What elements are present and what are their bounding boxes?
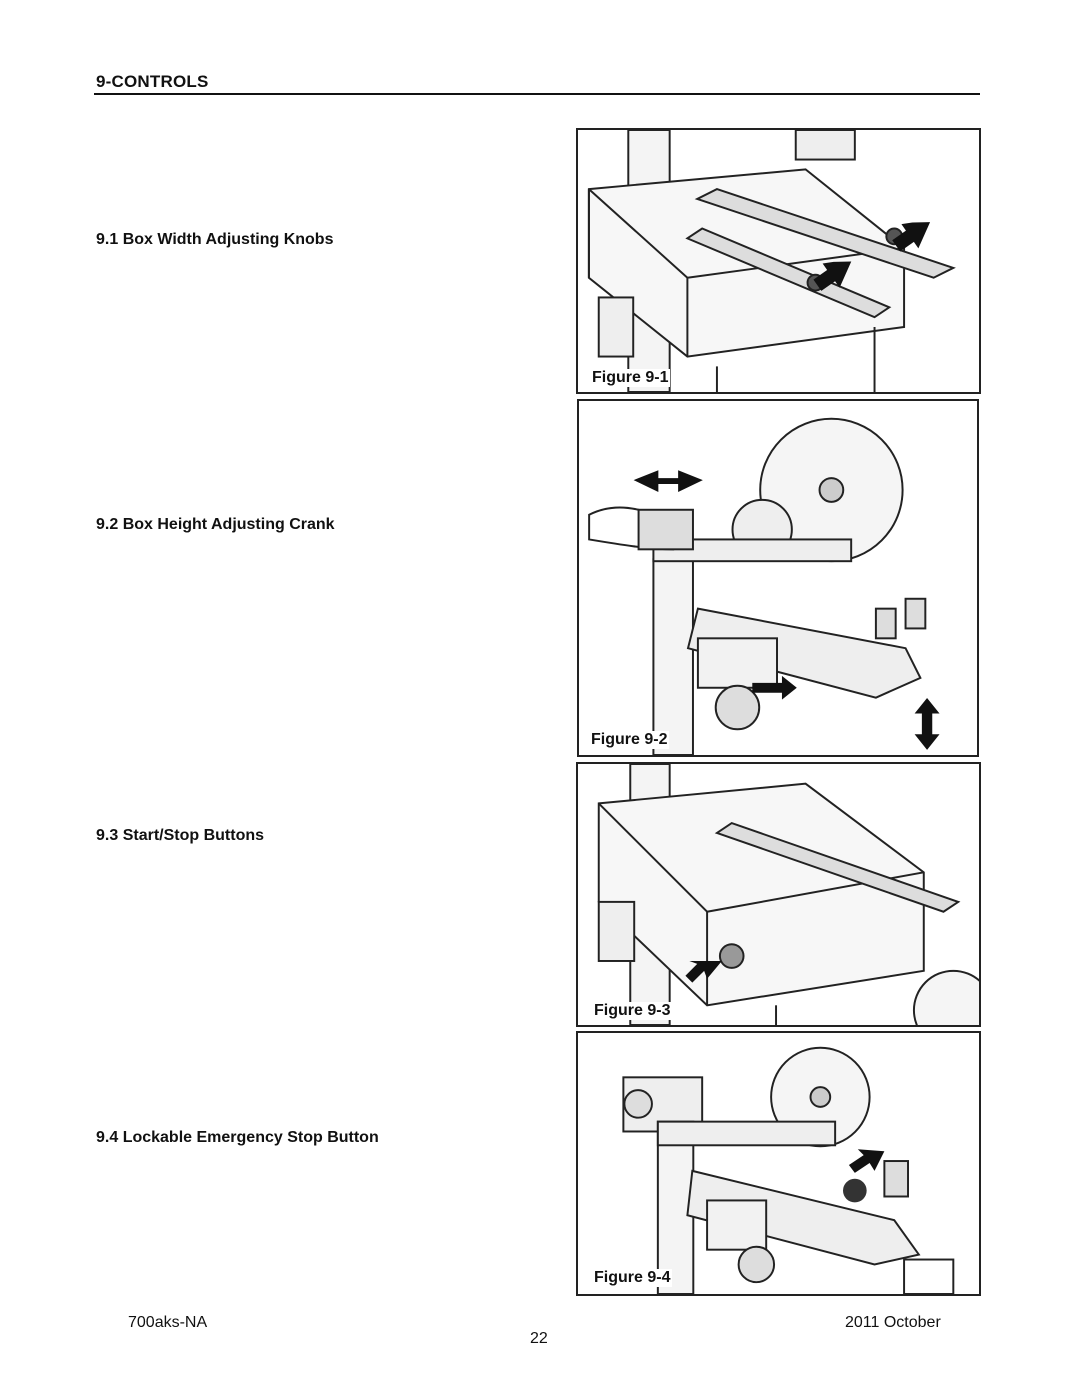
figure-9-4-caption: Figure 9-4 — [592, 1269, 673, 1287]
footer-date: 2011 October — [845, 1314, 941, 1331]
figure-9-2-caption: Figure 9-2 — [589, 731, 670, 749]
figure-9-3-caption: Figure 9-3 — [592, 1002, 673, 1020]
footer-page-number: 22 — [530, 1330, 548, 1347]
heading-box-width-knobs: 9.1 Box Width Adjusting Knobs — [96, 231, 334, 248]
figure-9-1-caption: Figure 9-1 — [590, 369, 671, 387]
heading-box-height-crank: 9.2 Box Height Adjusting Crank — [96, 516, 335, 533]
heading-start-stop-buttons: 9.3 Start/Stop Buttons — [96, 827, 265, 844]
footer-document-id: 700aks-NA — [128, 1314, 208, 1331]
heading-emergency-stop: 9.4 Lockable Emergency Stop Button — [96, 1129, 379, 1146]
machine-start-stop-illustration — [597, 764, 979, 1025]
machine-emergency-stop-illustration — [622, 1046, 955, 1294]
figure-9-2: Figure 9-2 — [577, 399, 979, 757]
figure-9-4: Figure 9-4 — [576, 1031, 981, 1296]
section-title: 9-CONTROLS — [96, 72, 209, 91]
machine-height-crank-illustration — [588, 417, 940, 755]
emergency-stop-knob — [843, 1178, 867, 1203]
header-rule — [94, 93, 980, 95]
machine-width-knobs-illustration — [587, 130, 956, 392]
figure-9-3: Figure 9-3 — [576, 762, 981, 1027]
figure-9-1: Figure 9-1 — [576, 128, 981, 394]
